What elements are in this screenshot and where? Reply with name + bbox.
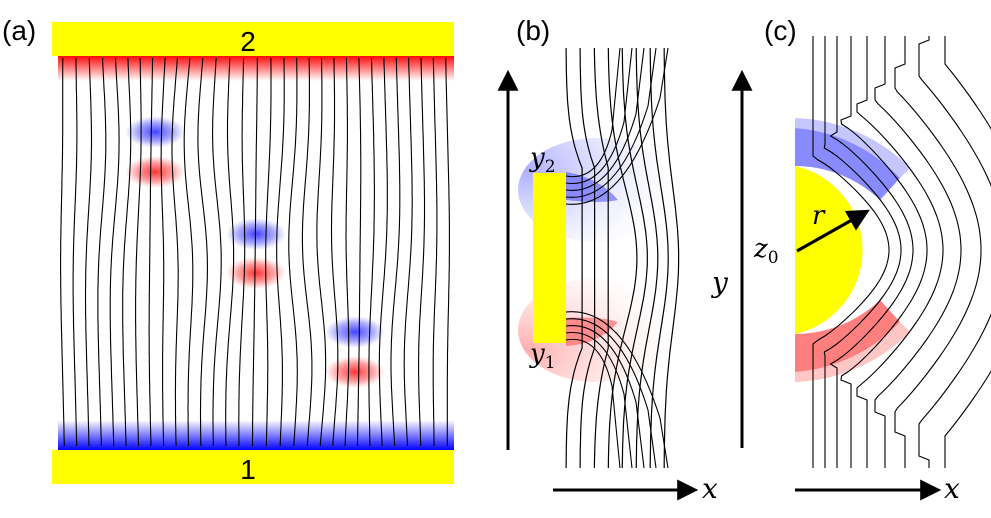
radius-arrow xyxy=(796,209,870,253)
field-line xyxy=(251,58,258,446)
panel-c-field-lines xyxy=(812,36,991,468)
field-line xyxy=(856,36,944,468)
field-line xyxy=(565,48,583,468)
field-line xyxy=(368,57,375,447)
field-line xyxy=(823,36,902,468)
x-axis-label-c: x xyxy=(944,472,960,505)
field-line xyxy=(565,47,621,178)
field-line xyxy=(344,57,350,447)
x-axis-label: x xyxy=(702,472,718,505)
y2-label: y2 xyxy=(529,143,556,177)
field-line xyxy=(148,57,154,447)
electrode-bottom-label: 1 xyxy=(240,454,256,485)
field-line xyxy=(635,47,659,469)
electrode-top-label: 2 xyxy=(240,26,256,57)
field-line xyxy=(944,36,991,468)
field-line xyxy=(238,58,246,447)
top-charge-layer xyxy=(58,55,454,81)
field-line xyxy=(265,58,272,446)
field-line xyxy=(812,36,890,468)
negative-charge-core xyxy=(566,172,618,202)
panel-a-field-lines xyxy=(60,57,450,447)
field-line xyxy=(135,57,142,447)
field-line xyxy=(197,57,208,447)
field-line xyxy=(565,318,657,469)
field-line xyxy=(356,57,362,446)
field-line xyxy=(621,48,648,468)
panel-a: (a) 2 1 xyxy=(2,15,454,485)
electrode-top xyxy=(52,22,454,56)
field-line xyxy=(894,36,982,468)
field-line xyxy=(330,57,339,447)
field-line xyxy=(565,47,657,198)
field-line xyxy=(378,57,388,447)
field-line xyxy=(445,57,450,446)
panel-c-label: (c) xyxy=(764,15,797,46)
field-line xyxy=(565,331,633,469)
panel-b-label: (b) xyxy=(516,15,550,46)
field-line xyxy=(301,57,313,447)
electrode-strip xyxy=(533,173,566,343)
panel-c: (c) r z0 y x xyxy=(710,15,991,505)
field-line xyxy=(829,36,914,468)
field-line xyxy=(212,57,222,446)
center-label: z0 xyxy=(753,234,779,268)
field-line xyxy=(276,58,285,447)
field-line xyxy=(565,47,669,205)
negative-charge-band xyxy=(795,128,900,200)
field-line xyxy=(403,57,413,447)
negative-charge-band-outer xyxy=(795,118,910,178)
field-line xyxy=(874,36,962,468)
field-line xyxy=(418,57,426,447)
field-line xyxy=(663,48,680,468)
field-line xyxy=(565,338,621,469)
field-line xyxy=(122,57,132,447)
panel-b-field-lines xyxy=(565,47,680,469)
positive-charge-core xyxy=(566,317,618,346)
field-line xyxy=(160,57,166,447)
field-line xyxy=(593,48,609,468)
field-line xyxy=(649,48,669,468)
panel-b: (b) x y2 y1 xyxy=(497,15,718,505)
field-line xyxy=(225,57,235,447)
field-line xyxy=(918,36,991,468)
field-line xyxy=(607,47,638,469)
field-line xyxy=(109,57,120,447)
field-line xyxy=(390,57,401,447)
field-line xyxy=(171,57,179,447)
field-line xyxy=(72,57,78,447)
field-line xyxy=(60,58,65,447)
panel-a-label: (a) xyxy=(2,15,36,46)
field-line xyxy=(183,57,194,447)
semicircular-electrode xyxy=(795,166,863,334)
charge-pair-2 xyxy=(226,218,286,289)
field-line xyxy=(565,325,645,469)
field-line xyxy=(579,48,596,468)
charge-pair-3 xyxy=(325,316,385,388)
electrode-bottom xyxy=(52,450,454,484)
positive-charge-band-outer xyxy=(795,322,910,382)
field-line xyxy=(84,57,93,447)
charge-pair-1 xyxy=(125,116,185,188)
y1-label: y1 xyxy=(529,339,556,373)
field-line xyxy=(288,57,298,447)
field-line xyxy=(565,47,633,185)
field-line xyxy=(565,47,645,191)
field-line xyxy=(565,311,669,469)
y-axis-label-c: y xyxy=(710,266,729,299)
bottom-charge-layer xyxy=(58,420,454,450)
field-line xyxy=(97,57,107,447)
field-line xyxy=(840,36,928,468)
positive-charge-band xyxy=(795,300,900,372)
field-line xyxy=(316,57,327,447)
field-line xyxy=(432,57,438,447)
radius-label: r xyxy=(812,201,826,231)
